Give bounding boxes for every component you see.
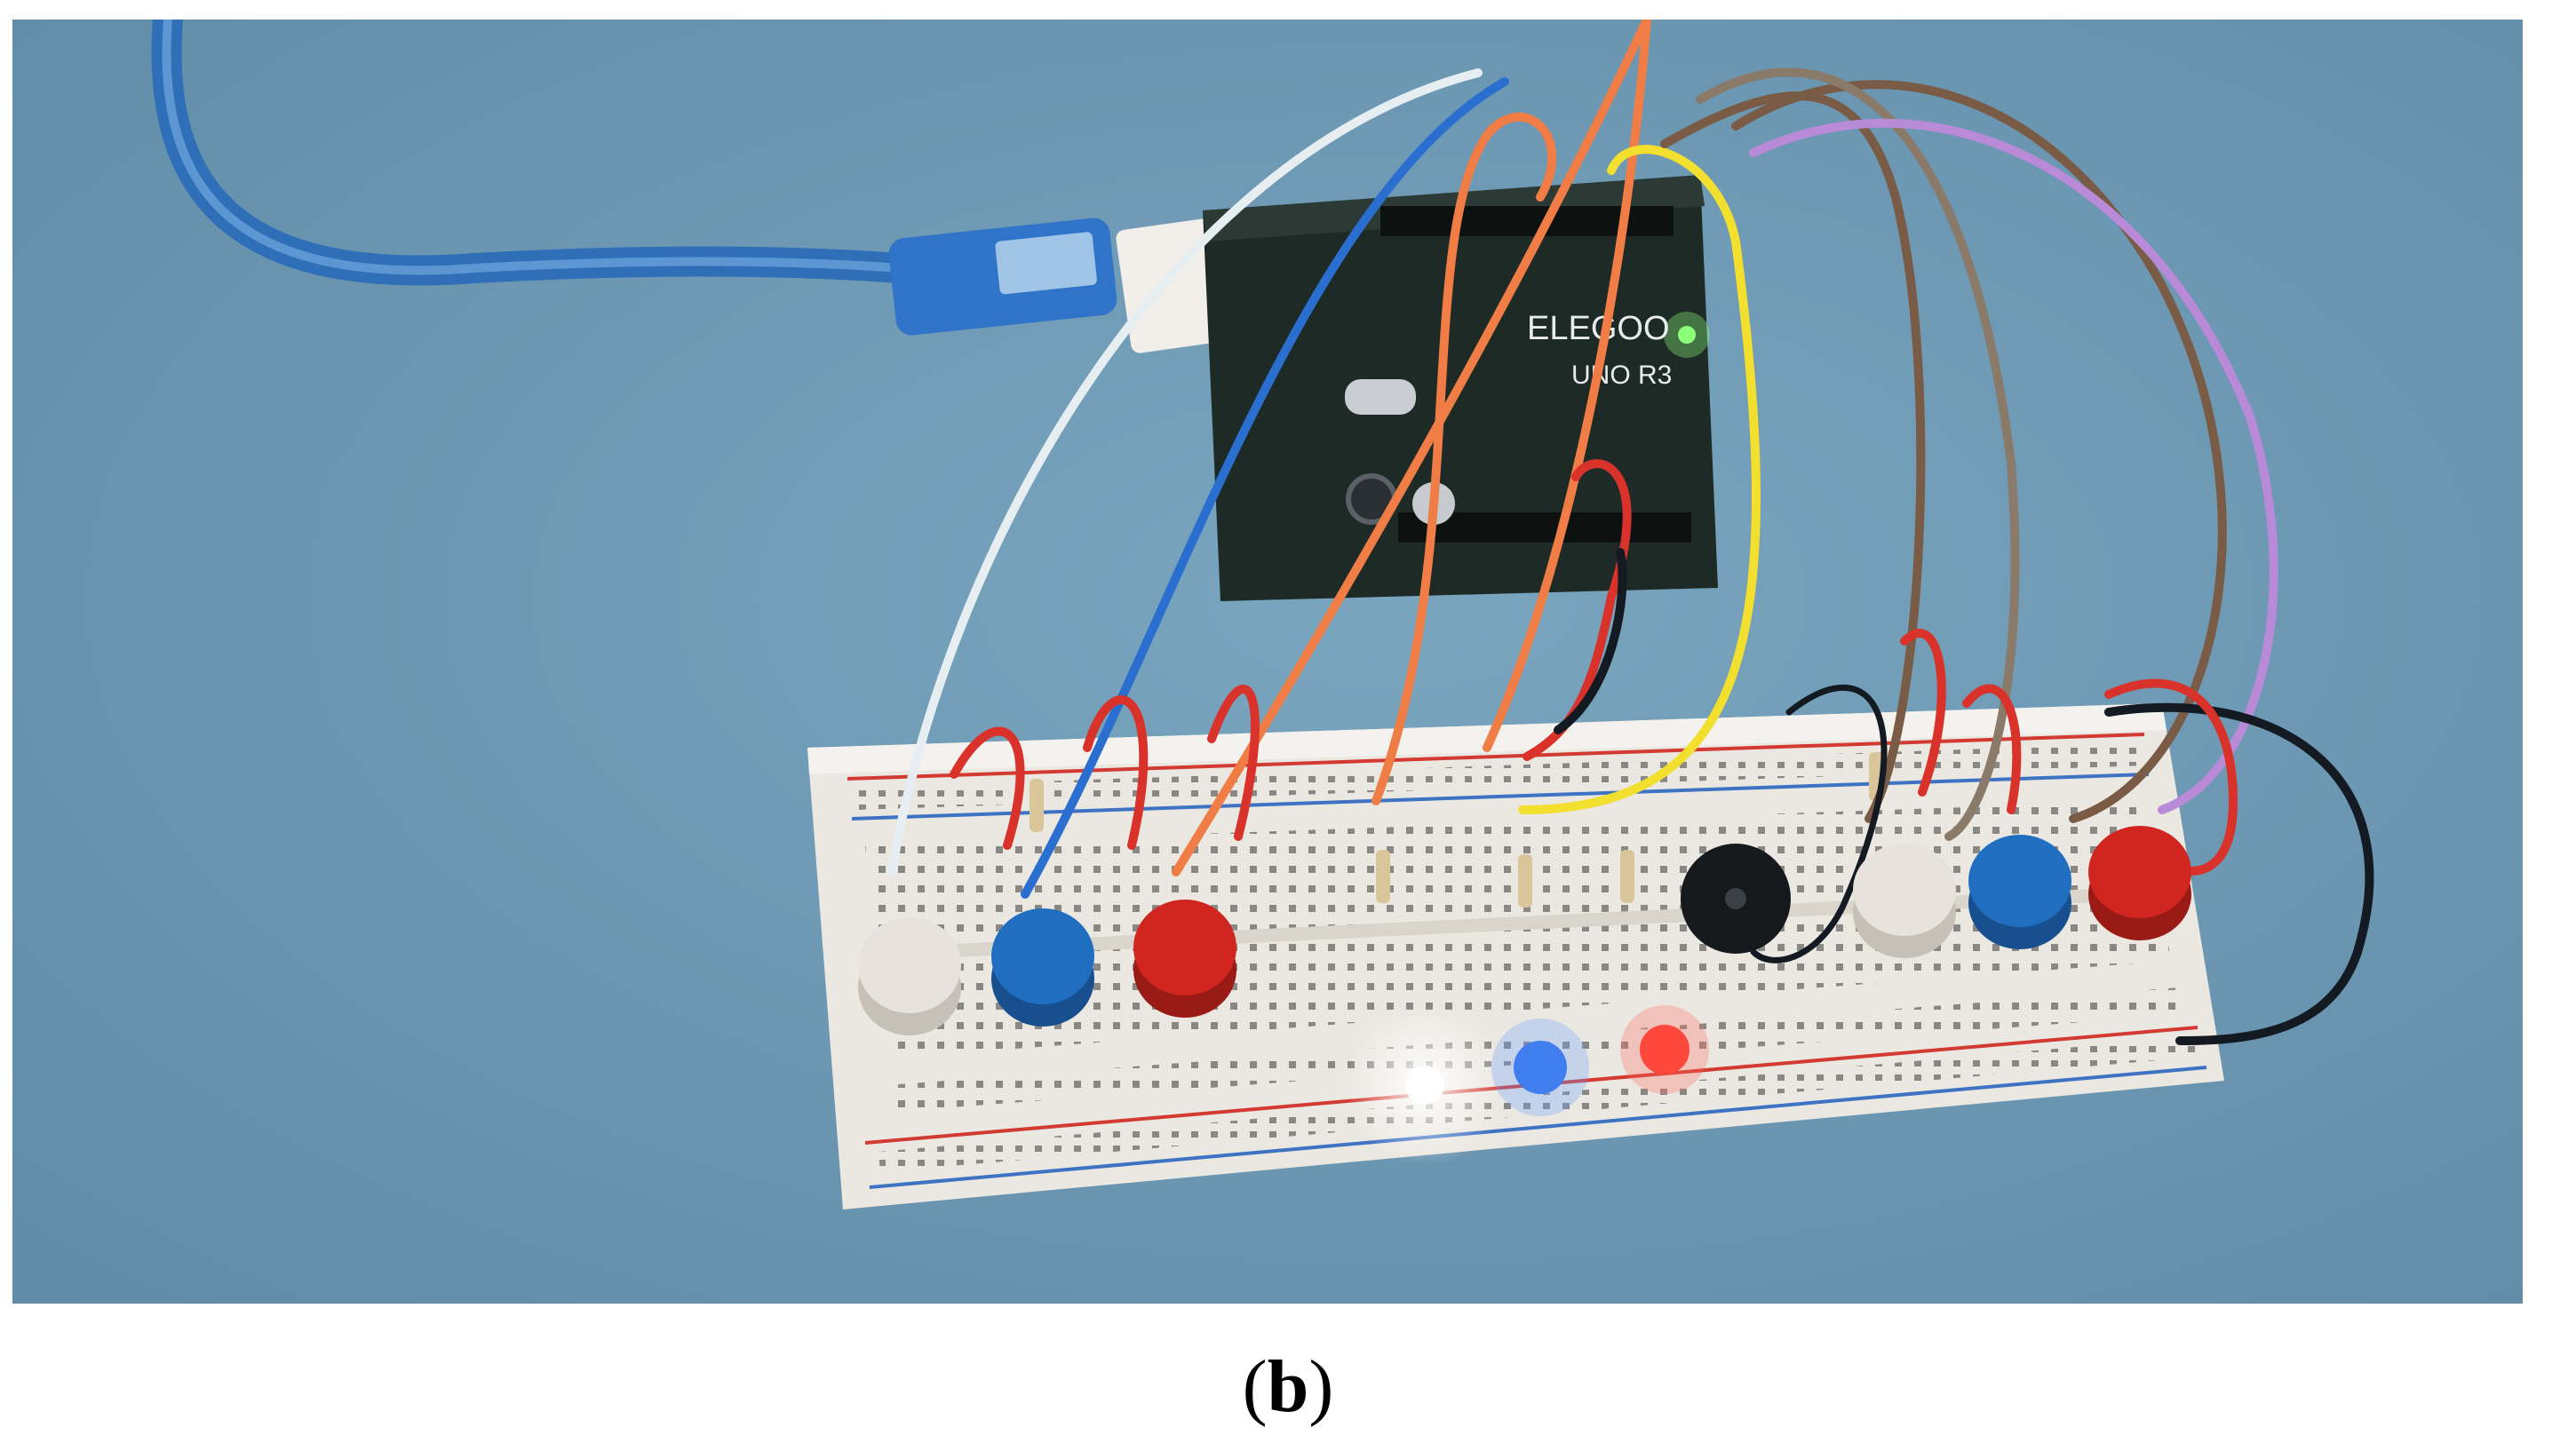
yellow-wire xyxy=(1518,145,1761,814)
purple-wire xyxy=(1749,118,2278,814)
board-logo: ELEGOO xyxy=(1527,310,1670,347)
red-jumper-4 xyxy=(1900,629,1946,797)
orange-wire-2 xyxy=(1371,112,1556,805)
push-button-icon xyxy=(1853,826,2191,958)
orange-wire-3 xyxy=(1483,20,1651,752)
led-icon xyxy=(1345,1005,1709,1165)
figure-caption: (b) xyxy=(0,1350,2576,1424)
black-wire-board xyxy=(1554,548,1627,734)
board-model: UNO R3 xyxy=(1571,361,1672,390)
brown-wire-3 xyxy=(1696,67,2020,841)
resistor-icon xyxy=(1030,752,1883,908)
black-jumper-buzzer xyxy=(1750,684,1888,963)
red-jumper-5 xyxy=(1962,684,2022,814)
brown-wire-1 xyxy=(1660,91,1926,823)
push-button-icon xyxy=(858,900,1236,1035)
caption-open-paren: ( xyxy=(1242,1345,1268,1428)
buzzer-icon xyxy=(1681,844,1791,954)
red-jumper-6 xyxy=(2104,678,2238,876)
caption-letter: b xyxy=(1267,1345,1309,1428)
red-jumper-1 xyxy=(950,726,1025,850)
black-wire-right xyxy=(2104,702,2374,1045)
white-wire xyxy=(887,68,1483,876)
figure-photo: ELEGOO UNO R3 xyxy=(12,20,2523,1304)
red-jumper-3 xyxy=(1207,685,1260,841)
caption-close-paren: ) xyxy=(1308,1345,1334,1428)
blue-wire xyxy=(1021,77,1509,899)
brown-wire-2 xyxy=(1731,80,2227,823)
red-jumper-2 xyxy=(1083,695,1149,850)
